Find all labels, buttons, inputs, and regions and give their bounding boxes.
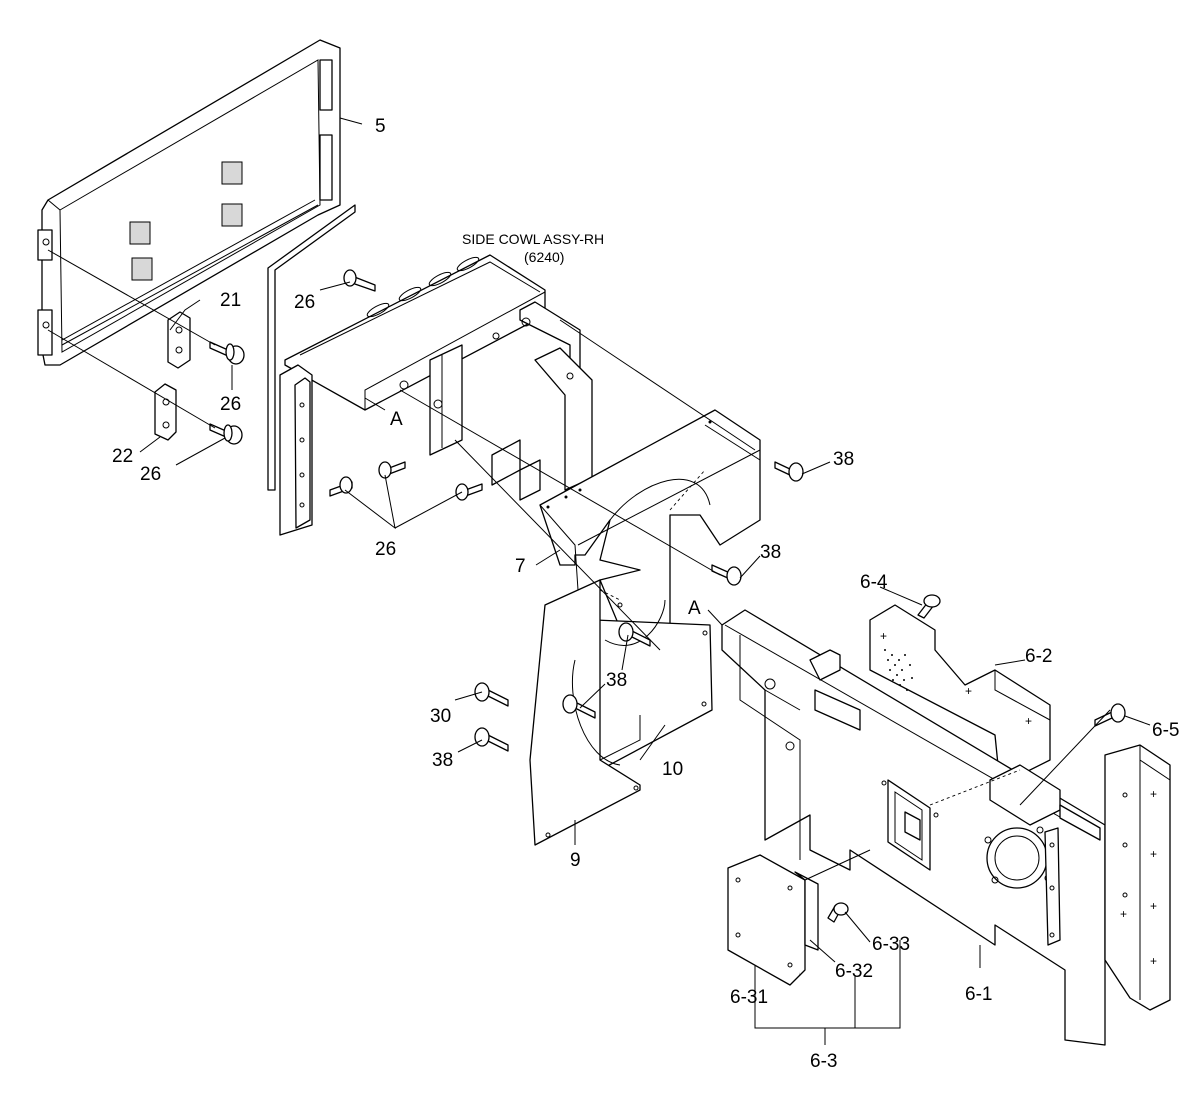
- callout-26-d: 26: [375, 539, 396, 560]
- bolt-26-lower: [209, 423, 243, 445]
- svg-text:+: +: [1150, 787, 1157, 801]
- callout-30: 30: [430, 706, 451, 727]
- callout-38-b: 38: [760, 542, 781, 563]
- callout-22: 22: [112, 446, 133, 467]
- callout-6-3: 6-3: [810, 1051, 837, 1072]
- bolt-26-top: [343, 269, 376, 292]
- hidden-lines: [599, 469, 1021, 806]
- svg-text:+: +: [1150, 899, 1157, 913]
- screw-6-4: [917, 594, 941, 619]
- bolt-26-upper: [209, 341, 245, 365]
- leader-lines: [139, 117, 1151, 1045]
- bolt-38-right-b: [711, 564, 742, 586]
- bolt-38-right-a: [774, 461, 804, 482]
- speaker-grille-dots: [884, 649, 913, 691]
- callout-38-c: 38: [606, 670, 627, 691]
- svg-text:+: +: [1120, 907, 1127, 921]
- svg-text:+: +: [1150, 954, 1157, 968]
- callout-26-c: 26: [294, 292, 315, 313]
- callout-21: 21: [220, 290, 241, 311]
- assembly-ref: (6240): [524, 249, 564, 265]
- part-6-2-panel: + + +: [869, 604, 1051, 786]
- assembly-title: SIDE COWL ASSY-RH: [462, 231, 604, 247]
- callout-38-a: 38: [833, 449, 854, 470]
- bolt-38-upper: [618, 622, 651, 647]
- callout-6-4: 6-4: [860, 572, 888, 593]
- callout-6-31: 6-31: [730, 987, 768, 1008]
- callout-26-a: 26: [220, 394, 241, 415]
- callout-26-b: 26: [140, 464, 161, 485]
- callout-6-2: 6-2: [1025, 646, 1052, 667]
- svg-text:+: +: [965, 684, 972, 698]
- svg-text:+: +: [880, 629, 887, 643]
- callout-A-1: A: [390, 409, 403, 430]
- screw-6-5: [1094, 703, 1126, 727]
- callout-A-2: A: [688, 598, 701, 619]
- svg-text:+: +: [1150, 847, 1157, 861]
- part-6-32-gasket: [794, 871, 819, 951]
- callout-38-d: 38: [432, 750, 453, 771]
- bolt-38-mid: [562, 694, 596, 719]
- part-6-31-cover: [727, 854, 806, 986]
- screw-6-33: [827, 902, 849, 923]
- svg-text:+: +: [1025, 714, 1032, 728]
- callout-6-32: 6-32: [835, 961, 873, 982]
- bolt-38-left: [474, 727, 509, 752]
- callout-5: 5: [375, 116, 386, 137]
- bolt-26-group: [329, 461, 483, 501]
- side-cowl-assy-rh: [267, 204, 593, 536]
- callout-7: 7: [515, 556, 526, 577]
- part-22-bracket: [154, 383, 177, 441]
- part-10-plate: [594, 619, 713, 771]
- callout-6-33: 6-33: [872, 934, 910, 955]
- right-vertical-bracket: + + + + +: [1104, 744, 1171, 1011]
- callout-10: 10: [662, 759, 683, 780]
- callout-6-1: 6-1: [965, 984, 992, 1005]
- callout-9: 9: [570, 850, 581, 871]
- callout-6-5: 6-5: [1152, 720, 1179, 741]
- bolt-30: [474, 682, 509, 707]
- part-5-frame-panel: [37, 39, 341, 366]
